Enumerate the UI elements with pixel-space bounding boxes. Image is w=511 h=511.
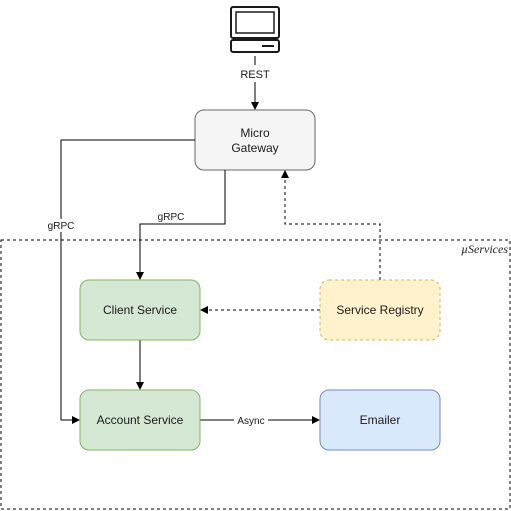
edge-label-async: Async [237,416,264,427]
edge-grpc-client: gRPC [136,170,226,280]
edge-grpc-account: gRPC [44,139,195,424]
micro-gateway-label-line1: Micro [240,126,270,140]
micro-gateway-label-line2: Gateway [231,141,278,155]
desktop-computer-icon [230,6,280,53]
account-service-node: Account Service [79,389,201,451]
microservices-group [0,239,511,510]
edge-rest: REST [240,56,270,110]
edge-registry-gateway [281,170,381,280]
client-service-label: Client Service [103,303,177,317]
emailer-label: Emailer [360,413,401,427]
edge-async: Async [200,414,320,427]
service-registry-node: Service Registry [319,279,441,341]
service-registry-label: Service Registry [336,303,423,317]
microservices-group-label: µServices [461,242,508,256]
emailer-node: Emailer [319,389,441,451]
edge-label-grpc-left: gRPC [48,221,75,232]
account-service-label: Account Service [97,413,184,427]
edge-label-rest: REST [240,69,270,81]
micro-gateway-node: Micro Gateway [194,109,316,171]
edge-label-grpc-center: gRPC [158,212,185,223]
client-service-node: Client Service [79,279,201,341]
